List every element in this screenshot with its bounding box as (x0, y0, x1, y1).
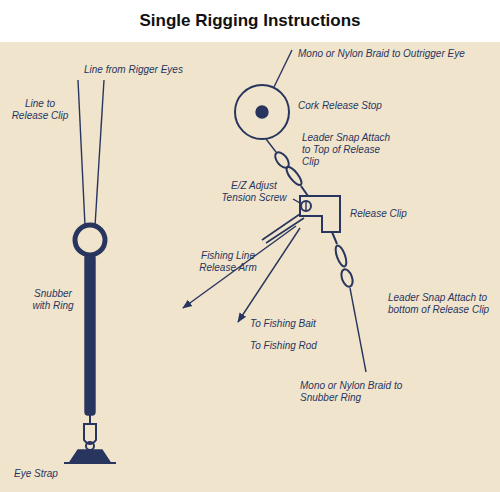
snubber (85, 255, 95, 415)
strap-loop (86, 442, 94, 450)
part-label: Mono or Nylon Braid to Outrigger Eye (298, 48, 493, 60)
tension-screw (301, 201, 311, 211)
screw-slot (305, 201, 306, 211)
release-clip (300, 196, 340, 232)
part-label: Leader Snap Attach to bottom of Release … (388, 292, 494, 316)
snap (284, 165, 304, 187)
part-label: E/Z Adjust Tension Screw (218, 180, 290, 204)
snap-link (301, 186, 308, 196)
snap-link (332, 232, 337, 244)
line-to-rod (238, 228, 300, 322)
line-to-bait (183, 226, 296, 308)
release-arm (262, 214, 304, 243)
part-label: To Fishing Bait (250, 318, 350, 330)
swivel (339, 268, 355, 288)
part-label: Cork Release Stop (298, 100, 398, 112)
diagram-title: Single Rigging Instructions (0, 11, 500, 31)
part-label: Fishing Line Release Arm (190, 250, 266, 274)
part-label: Line from Rigger Eyes (84, 64, 204, 76)
rigger-line (95, 80, 104, 226)
braid-line (274, 50, 292, 87)
part-label: Mono or Nylon Braid to Snubber Ring (300, 380, 420, 404)
eye-strap (70, 450, 110, 462)
part-label: To Fishing Rod (250, 340, 350, 352)
snap (333, 244, 348, 267)
leader-line (293, 199, 300, 203)
snubber-ring (75, 225, 105, 255)
part-label: Snubber with Ring (26, 288, 80, 312)
part-label: Line to Release Clip (10, 98, 70, 122)
rigger-line (78, 80, 85, 226)
part-label: Leader Snap Attach to Top of Release Cli… (302, 132, 392, 168)
part-label: Eye Strap (14, 468, 74, 480)
braid-line (266, 139, 276, 152)
cork-release-stop (235, 85, 289, 139)
deck-line (64, 462, 116, 464)
braid-line (350, 288, 366, 372)
part-label: Release Clip (350, 208, 430, 220)
snap-hook (84, 415, 96, 444)
cork-hole (256, 106, 268, 118)
